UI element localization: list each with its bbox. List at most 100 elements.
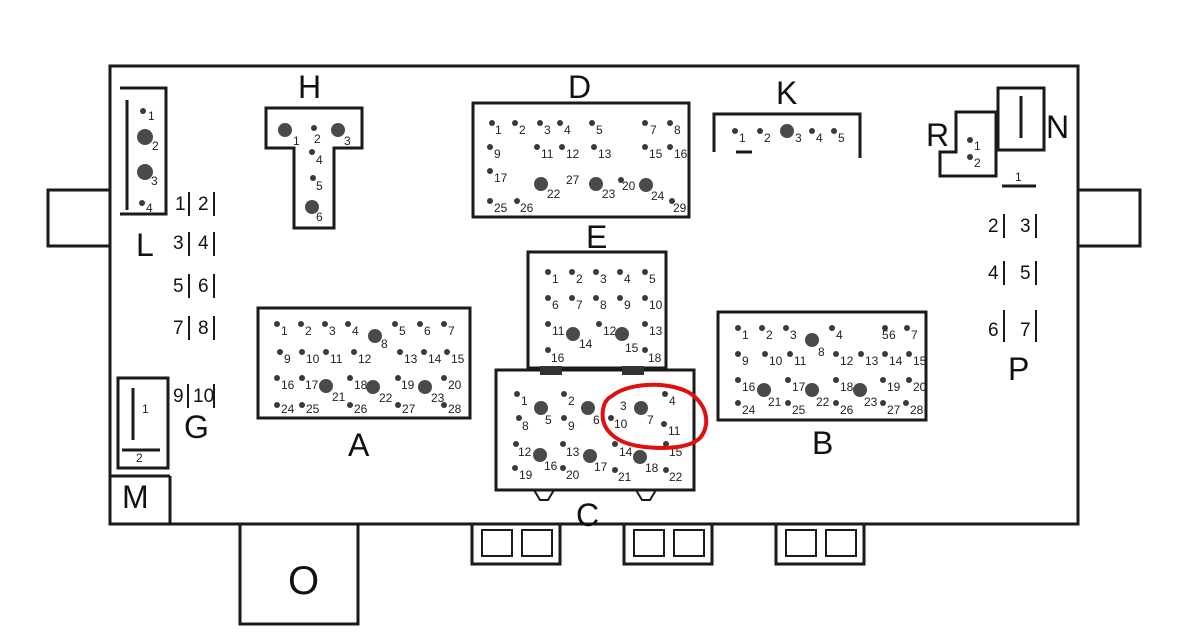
pin-dot: [589, 120, 595, 126]
pin-dot: [882, 325, 888, 331]
pin-number: 14: [428, 352, 442, 366]
pin-number: 18: [648, 351, 662, 365]
fuse-number: 4: [988, 263, 999, 284]
pin-dot: [809, 128, 815, 134]
connector-label-o: O: [288, 559, 319, 603]
connector-label-a: A: [348, 427, 370, 463]
pin-number: 10: [769, 354, 783, 368]
pin-number: 2: [519, 123, 526, 137]
pin-dot: [323, 349, 329, 355]
pin-number: 10: [649, 298, 663, 312]
pin-dot: [417, 321, 423, 327]
pin-dot: [569, 295, 575, 301]
pin-number: 15: [625, 341, 639, 355]
pin-dot: [487, 198, 493, 204]
pin-dot: [347, 375, 353, 381]
pin-dot: [906, 377, 912, 383]
pin-dot: [735, 400, 741, 406]
pin-dot: [534, 177, 548, 191]
connector-B: B 1 2 3 4 6 7 8 9 10 11 12 13 14 15 16 1…: [716, 310, 928, 461]
pin-dot: [368, 329, 382, 343]
connector-label-g: G: [184, 409, 209, 445]
connector-M: 2 M: [110, 448, 172, 524]
pin-dot: [667, 120, 673, 126]
pin-number: 3: [790, 328, 797, 342]
connector-N: N 1: [996, 86, 1069, 188]
pin-number: 12: [566, 147, 580, 161]
pin-number: 4: [146, 201, 153, 215]
pin-dot: [967, 137, 973, 143]
pin-number: 24: [651, 189, 665, 203]
pin-dot: [319, 379, 333, 393]
pin-number: 26: [840, 403, 854, 417]
pin-dot: [444, 349, 450, 355]
pin-number: 24: [742, 403, 756, 417]
pin-dot: [305, 200, 319, 214]
pin-number: 17: [792, 380, 806, 394]
fuse-number: 2: [198, 194, 209, 215]
connector-A: A 1 2 3 4 5 6 7 8 9 10 11 12 13 14 15 16…: [256, 306, 472, 463]
connector-label-d: D: [568, 69, 591, 105]
pin-number: 27: [402, 402, 416, 416]
pin-number: 9: [624, 298, 631, 312]
pin-dot: [591, 144, 597, 150]
pin-dot: [762, 351, 768, 357]
connector-label-e: E: [586, 219, 607, 255]
pin-dot: [559, 144, 565, 150]
pin-number: 1: [142, 402, 149, 416]
pin-number: 3: [620, 399, 627, 413]
connector-K: K 1 2 3 4 5: [712, 75, 862, 158]
pin-dot: [593, 269, 599, 275]
pin-dot: [661, 421, 667, 427]
pin-dot: [395, 402, 401, 408]
connector-label-r: R: [926, 117, 949, 153]
pin-number: 1: [495, 123, 502, 137]
pin-number: 17: [594, 460, 608, 474]
pin-dot: [642, 347, 648, 353]
pin-number: 19: [519, 468, 533, 482]
pin-dot: [561, 415, 567, 421]
pin-number: 4: [352, 324, 359, 338]
pin-dot: [545, 295, 551, 301]
pin-number: 16: [742, 380, 756, 394]
pin-number: 8: [522, 419, 529, 433]
pin-dot: [608, 415, 614, 421]
pin-number: 15: [649, 147, 663, 161]
pin-dot: [612, 441, 618, 447]
pin-dot: [299, 375, 305, 381]
pin-dot: [366, 380, 380, 394]
pin-dot: [514, 391, 520, 397]
connector-G: 1 G: [116, 376, 209, 470]
pin-number: 11: [552, 324, 565, 338]
pin-number: 4: [624, 272, 631, 286]
fuse-number: 6: [198, 276, 209, 297]
pin-number: 8: [381, 337, 388, 351]
pin-number: 21: [332, 390, 346, 404]
fuse-number: 3: [173, 233, 184, 254]
pin-number: 26: [520, 201, 534, 215]
pin-dot: [441, 375, 447, 381]
connector-label-l: L: [136, 227, 154, 263]
pin-number: 1: [742, 328, 749, 342]
pin-number: 3: [795, 131, 802, 145]
pin-dot: [735, 377, 741, 383]
pin-number: 15: [451, 352, 465, 366]
pin-dot: [299, 402, 305, 408]
pin-number: 1: [552, 272, 559, 286]
pin-number: 22: [816, 395, 830, 409]
pin-number: 3: [151, 174, 158, 188]
pin-number: 11: [668, 424, 681, 438]
pin-dot: [277, 349, 283, 355]
pin-number: 6: [424, 324, 431, 338]
pin-number: 2: [766, 328, 773, 342]
pin-number: 4: [564, 123, 571, 137]
pin-dot: [593, 295, 599, 301]
pin-dot: [441, 321, 447, 327]
pin-dot: [853, 383, 867, 397]
connector-H: H 1 2 3 4 5 6: [264, 69, 364, 230]
pin-dot: [732, 128, 738, 134]
b-pin-5-label: 5: [882, 328, 889, 342]
pin-dot: [589, 177, 603, 191]
pin-number: 4: [316, 153, 323, 167]
